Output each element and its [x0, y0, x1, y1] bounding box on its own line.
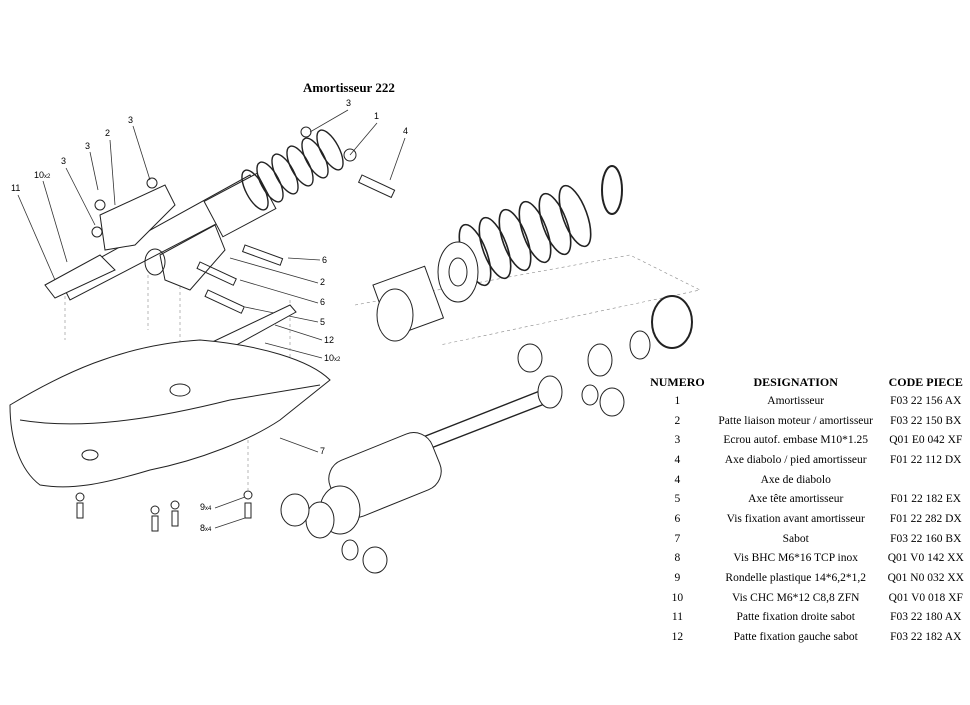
part-designation: Sabot	[782, 532, 809, 545]
part-designation: Vis fixation avant amortisseur	[726, 512, 865, 525]
part-number: 1	[674, 394, 681, 407]
part-designation: Ecrou autof. embase M10*1.25	[723, 434, 869, 447]
header-designation: DESIGNATION	[753, 374, 838, 389]
callout-label: 6	[322, 255, 328, 265]
part-designation: Axe tête amortisseur	[748, 493, 844, 506]
table-row: 3 Ecrou autof. embase M10*1.25 Q01 E0 042 …	[645, 430, 970, 450]
parts-table: NUMERO DESIGNATION CODE PIECE 1 Amortisse…	[645, 373, 970, 647]
table-row: 10 Vis CHC M6*12 C8,8 ZFN Q01 V0 018 XF	[645, 588, 970, 608]
callout-label: 8x4	[200, 523, 212, 533]
part-designation: Amortisseur	[767, 394, 825, 407]
part-number: 9	[674, 572, 681, 585]
table-row: 1 Amortisseur F03 22 156 AX	[645, 391, 970, 411]
callout-label: 2	[320, 277, 326, 287]
part-number: 4	[674, 473, 681, 486]
callout-label: 1	[374, 111, 380, 121]
part-designation: Patte liaison moteur / amortisseur	[718, 414, 873, 427]
part-code: F01 22 182 EX	[890, 493, 962, 506]
alignment-lines	[64, 254, 701, 490]
callout-label: 3	[128, 115, 134, 125]
callout-label: 7	[320, 446, 326, 456]
part-code: F03 22 150 BX	[890, 414, 962, 427]
table-row: 9 Rondelle plastique 14*6,2*1,2 Q01 N0 032…	[645, 568, 970, 588]
part-designation: Patte fixation droite sabot	[736, 611, 855, 624]
table-row: 11 Patte fixation droite sabot F03 22 180 …	[645, 608, 970, 628]
callout-label: 9x4	[200, 502, 212, 512]
table-row: 4 Axe diabolo / pied amortisseur F01 22 11…	[645, 450, 970, 470]
part-code: F01 22 112 DX	[890, 453, 962, 466]
part-number: 8	[674, 552, 681, 565]
part-designation: Vis CHC M6*12 C8,8 ZFN	[731, 591, 860, 604]
callout-label: 2	[105, 128, 111, 138]
callout-label: 12	[324, 335, 335, 345]
part-code	[882, 470, 970, 490]
part-number: 5	[674, 493, 681, 506]
part-designation: Rondelle plastique 14*6,2*1,2	[725, 572, 866, 585]
part-code: F03 22 156 AX	[890, 394, 962, 407]
table-row: 8 Vis BHC M6*16 TCP inox Q01 V0 142 XX	[645, 549, 970, 569]
part-code: Q01 V0 142 XX	[887, 552, 964, 565]
table-row: 2 Patte liaison moteur / amortisseur F03 2…	[645, 411, 970, 431]
part-code: F03 22 182 AX	[890, 631, 962, 644]
part-number: 3	[674, 434, 681, 447]
table-header-row: NUMERO DESIGNATION CODE PIECE	[645, 373, 970, 391]
shock-absorber-assembly	[44, 126, 396, 314]
callout-label: 10x2	[324, 353, 341, 363]
part-code: F03 22 160 BX	[890, 532, 962, 545]
callout-label: 3	[346, 98, 352, 108]
callout-label: 6	[320, 297, 326, 307]
part-number: 12	[671, 631, 684, 644]
part-code: Q01 V0 018 XF	[888, 591, 963, 604]
callout-label: 10x2	[34, 170, 51, 180]
part-number: 7	[674, 532, 681, 545]
callout-label: 5	[320, 317, 326, 327]
part-designation: Axe de diabolo	[760, 473, 831, 486]
part-code: F01 22 282 DX	[889, 512, 962, 525]
part-code: Q01 E0 042 XF	[889, 434, 963, 447]
part-number: 4	[674, 453, 681, 466]
header-numero: NUMERO	[650, 374, 705, 389]
callout-label: 3	[61, 156, 67, 166]
part-code: Q01 N0 032 XX	[887, 572, 964, 585]
table-row: 12 Patte fixation gauche sabot F03 22 182 …	[645, 627, 970, 647]
part-designation: Patte fixation gauche sabot	[733, 631, 858, 644]
table-row: 7 Sabot F03 22 160 BX	[645, 529, 970, 549]
part-designation: Axe diabolo / pied amortisseur	[724, 453, 867, 466]
callout-label: 11	[11, 183, 21, 193]
diagram-title: Amortisseur 222	[303, 80, 395, 95]
callout-label: 3	[85, 141, 91, 151]
table-row: 4 Axe de diabolo	[645, 470, 970, 490]
part-number: 10	[671, 591, 684, 604]
table-row: 6 Vis fixation avant amortisseur F01 22 28…	[645, 509, 970, 529]
part-designation: Vis BHC M6*16 TCP inox	[733, 552, 858, 565]
callout-label: 4	[403, 126, 409, 136]
skid-plate-sabot	[9, 304, 331, 532]
part-code: F03 22 180 AX	[890, 611, 962, 624]
part-number: 6	[674, 512, 681, 525]
header-code-piece: CODE PIECE	[888, 374, 963, 389]
part-number: 11	[671, 611, 683, 624]
table-row: 5 Axe tête amortisseur F01 22 182 EX	[645, 489, 970, 509]
exploded-shock-components	[280, 165, 693, 574]
part-number: 2	[674, 414, 681, 427]
